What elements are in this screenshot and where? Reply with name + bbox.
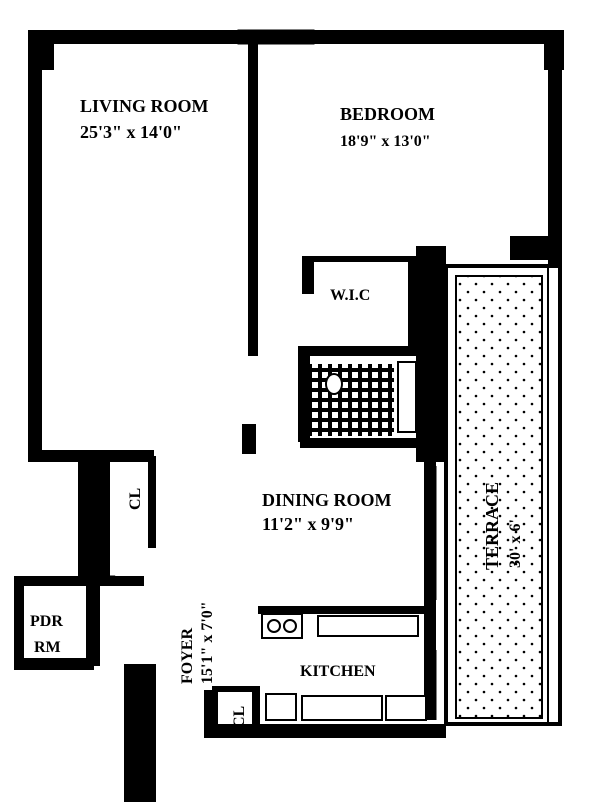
toilet [325, 373, 343, 395]
closet-foyer-label: CL [98, 573, 120, 590]
powder-room-label-line1: PDR [30, 613, 63, 630]
powder-room-label-line2: RM [34, 639, 61, 656]
foyer-label: FOYER [179, 628, 196, 684]
terrace-size: 30' x 6' [507, 519, 524, 568]
terrace-area [444, 264, 562, 726]
terrace-label: TERRACE [482, 482, 502, 570]
wic-label: W.I.C [330, 287, 370, 304]
bedroom-size: 18'9" x 13'0" [340, 133, 431, 150]
living-room-size: 25'3" x 14'0" [80, 122, 182, 142]
dining-room-label: DINING ROOM [262, 490, 392, 510]
bathroom-tile-floor [310, 364, 394, 436]
interior-walls [212, 44, 446, 726]
bedroom-label: BEDROOM [340, 104, 435, 124]
closet-upper-label: CL [127, 488, 144, 510]
kitchen-label: KITCHEN [300, 663, 376, 680]
exterior-walls [14, 30, 564, 802]
kitchen-fixtures [261, 613, 427, 721]
bathtub [397, 361, 417, 433]
dining-room-size: 11'2" x 9'9" [262, 514, 354, 534]
closet-kitchen-label: CL [231, 706, 248, 728]
foyer-size: 15'1" x 7'0" [199, 601, 216, 684]
living-room-label: LIVING ROOM [80, 96, 209, 116]
